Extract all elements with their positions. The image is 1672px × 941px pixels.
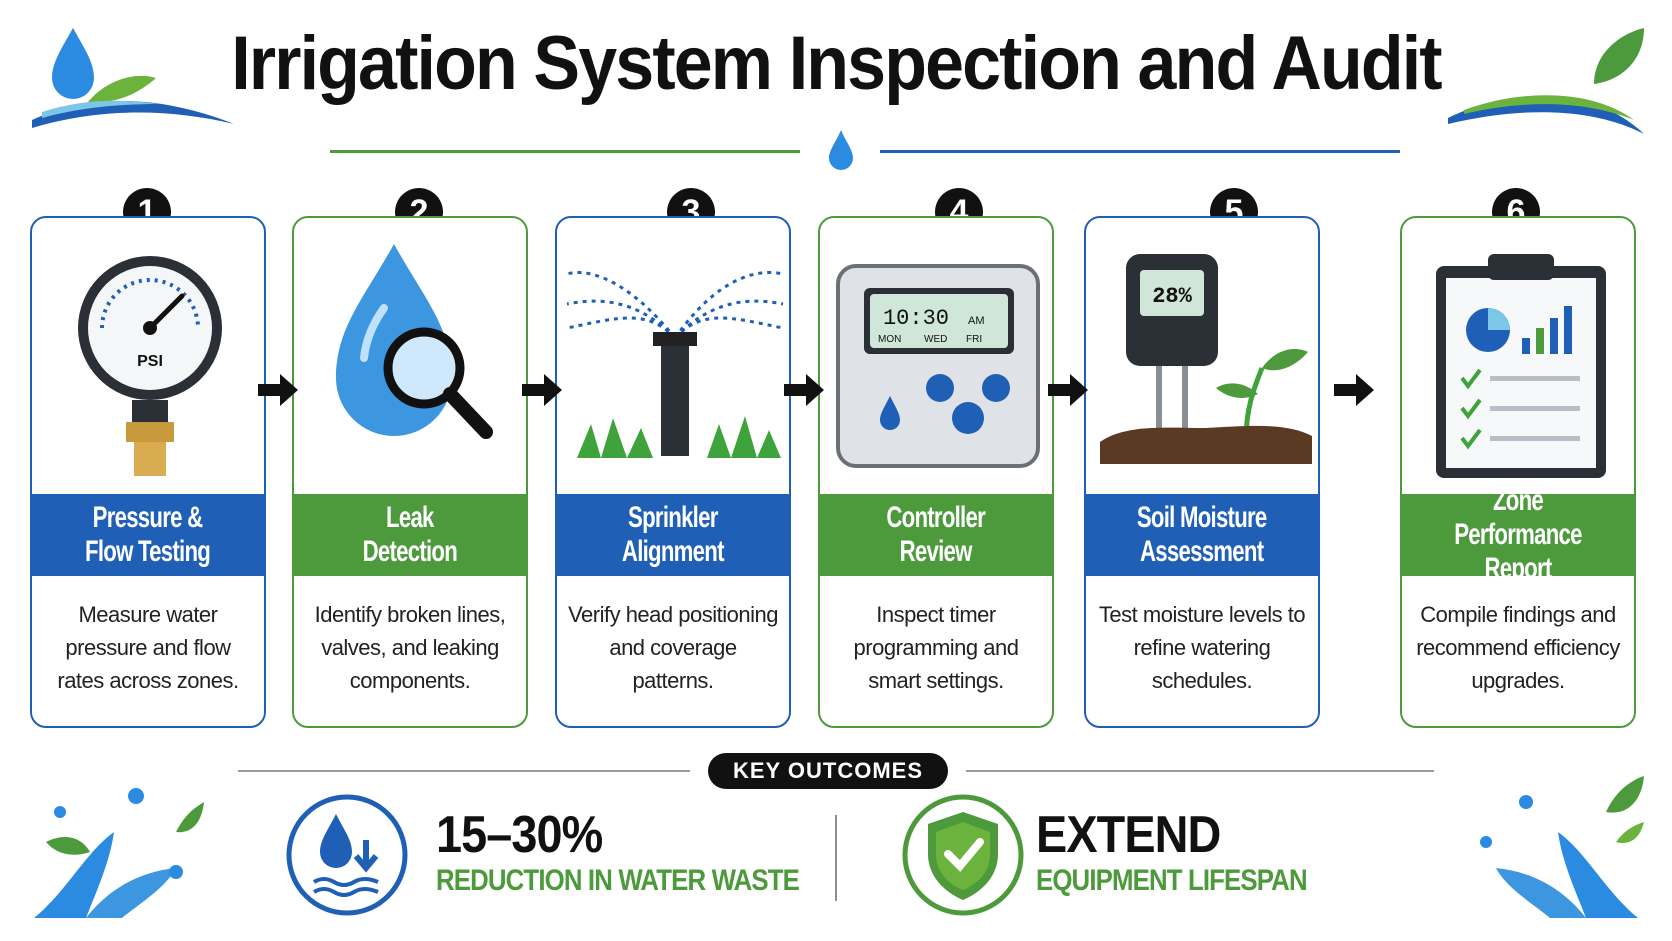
step-description-5: Test moisture levels to refine watering … <box>1098 602 1306 693</box>
arrow-right-icon <box>258 374 298 406</box>
arrow-right-icon <box>522 374 562 406</box>
key-outcomes-label: KEY OUTCOMES <box>708 753 948 789</box>
step-card-pressure-flow: PSI Pressure &Flow Testing Measure water… <box>30 216 266 728</box>
outcome-caption-1: REDUCTION IN WATER WASTE <box>436 864 800 897</box>
title-divider-left <box>330 150 800 153</box>
water-drop-down-icon <box>286 794 408 916</box>
water-splash-leaf-icon <box>1480 776 1644 918</box>
page-title: Irrigation System Inspection and Audit <box>231 21 1442 106</box>
meter-reading: 28% <box>1152 284 1192 309</box>
arrow-right-icon <box>1048 374 1088 406</box>
water-drop-icon <box>829 130 853 170</box>
arrow-right-icon <box>784 374 824 406</box>
pressure-gauge-icon: PSI <box>78 256 222 476</box>
outcome-caption-2: EQUIPMENT LIFESPAN <box>1036 864 1308 897</box>
irrigation-controller-icon: 10:30 AM MON WED FRI <box>836 264 1040 468</box>
step-title-1: Pressure &Flow Testing <box>85 501 211 568</box>
sprinkler-icon <box>566 270 784 458</box>
controller-day-2: WED <box>924 334 947 345</box>
soil-moisture-meter-icon: 28% <box>1100 254 1312 464</box>
outcome-value-1: 15–30% <box>436 806 603 864</box>
outcomes-separator <box>835 815 837 901</box>
water-splash-icon <box>34 788 204 918</box>
step-description-3: Verify head positioning and coverage pat… <box>568 602 778 693</box>
step-description-6: Compile findings and recommend efficienc… <box>1416 602 1620 693</box>
arrow-right-icon <box>1334 374 1374 406</box>
shield-check-icon <box>902 794 1024 916</box>
title-divider-right <box>880 150 1400 153</box>
controller-day-3: FRI <box>966 334 982 345</box>
step-description-2: Identify broken lines, valves, and leaki… <box>314 602 506 693</box>
outcome-value-2: EXTEND <box>1036 806 1221 864</box>
leaf-wave-icon <box>1448 28 1644 134</box>
step-description-1: Measure water pressure and flow rates ac… <box>57 602 239 693</box>
clipboard-report-icon <box>1436 254 1606 478</box>
gauge-label: PSI <box>137 353 163 370</box>
key-outcomes-divider-left <box>238 770 690 772</box>
key-outcomes-divider-right <box>966 770 1434 772</box>
controller-time: 10:30 <box>883 306 949 331</box>
controller-ampm: AM <box>968 315 985 327</box>
leak-magnifier-icon <box>336 244 493 439</box>
water-leaf-logo-icon <box>32 28 234 128</box>
step-description-4: Inspect timer programming and smart sett… <box>853 602 1019 693</box>
controller-day-1: MON <box>878 334 901 345</box>
